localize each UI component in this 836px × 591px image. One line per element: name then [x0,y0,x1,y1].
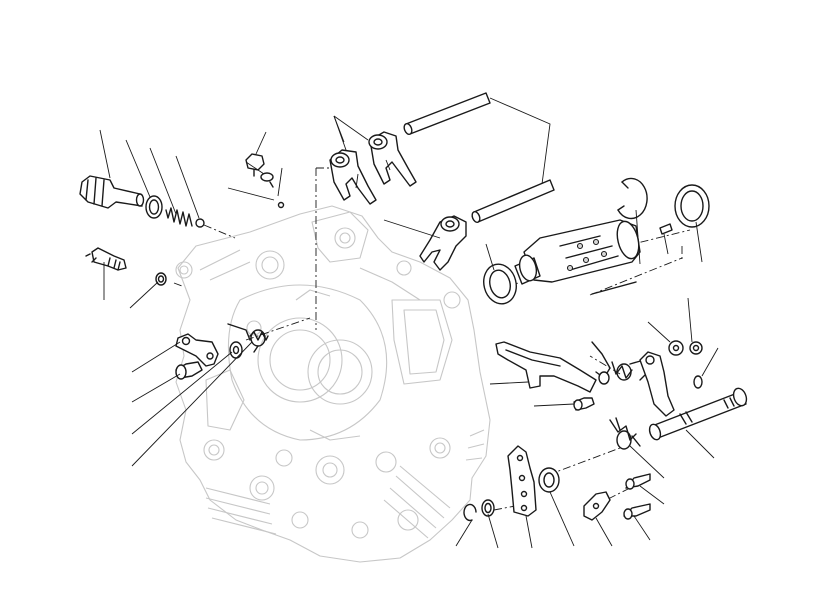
pawl-plate-screw-2 [623,503,651,520]
shift-fork-pair [329,131,417,205]
callout-leaders [99,97,719,549]
bleed-ball [277,201,285,209]
shift-fork-single [419,215,467,271]
lever-washer [229,341,243,359]
washer-small [481,499,495,517]
crankcase [175,205,491,563]
detent-spring [165,207,193,227]
shaft-washer [668,340,684,356]
circlip [617,177,648,220]
neutral-switch [85,247,127,271]
fork-rod-lower [471,179,555,223]
detent-lever [175,333,219,367]
fork-rod-upper [403,92,491,135]
pawl-plate [507,445,537,517]
pawl-plate-small [583,491,611,521]
thrust-washer-left [483,263,517,305]
pawl-plate-screw-1 [625,473,651,490]
detent-washer [145,195,163,219]
shift-shaft [639,351,748,441]
circlip-small [463,503,477,522]
plate-screw [573,397,595,411]
shaft-spring [609,375,703,450]
bleed-screw [245,153,274,188]
selector-pawl [591,341,611,385]
shaft-nut [689,341,703,355]
detent-ball [195,218,205,228]
lever-spring [227,323,269,353]
thrust-washer-right [674,184,710,228]
dowel-pin [659,223,673,235]
switch-washer [155,272,167,286]
lever-screw [175,361,203,380]
detent-plug [79,175,145,209]
selector-drum [514,219,641,295]
ratchet-plate [495,341,597,393]
shaft-washer-large [538,467,560,493]
